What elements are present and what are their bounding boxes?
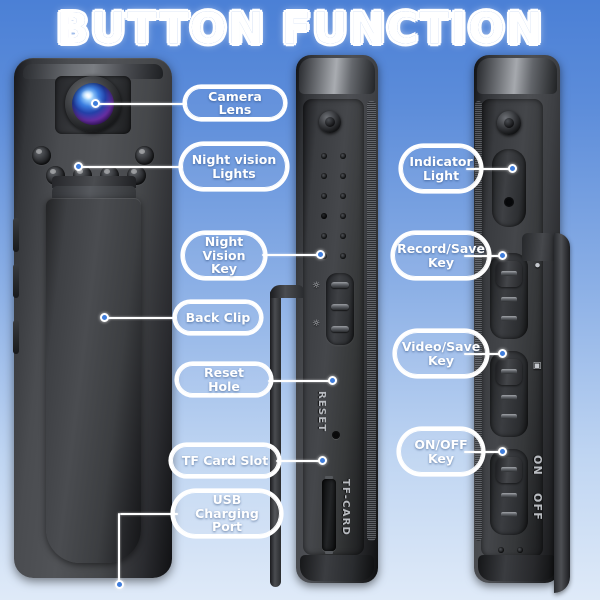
- switch-ridge: [331, 282, 349, 288]
- callout-camera-lens[interactable]: Camera Lens: [186, 88, 284, 118]
- clip-notch: [52, 176, 136, 188]
- device-mid-top-cap: [299, 58, 375, 94]
- night-vision-off-icon: ☼: [311, 319, 321, 329]
- tf-card-marking: TF-CARD: [340, 479, 351, 536]
- switch-ridge: [501, 271, 517, 276]
- reset-marking: RESET: [316, 391, 327, 433]
- hotspot-reset-hole: [328, 376, 337, 385]
- mic-dot: [340, 153, 346, 159]
- mic-dot: [340, 193, 346, 199]
- clip-arm-body: [554, 233, 570, 593]
- switch-ridge: [501, 395, 517, 400]
- mic-dot: [340, 253, 346, 259]
- callout-tf-card-slot[interactable]: TF Card Slot: [172, 446, 278, 475]
- device-right-side-view: ⏺ ▣ ON OFF: [474, 55, 570, 593]
- connector-usb-port-v: [118, 513, 121, 585]
- video-icon: ▣: [532, 361, 542, 371]
- night-vision-on-icon: ☼: [311, 281, 321, 291]
- mic-dot: [340, 233, 346, 239]
- video-save-key[interactable]: [490, 351, 528, 437]
- switch-ridge: [331, 326, 349, 332]
- device-right-bottom-cap: [478, 555, 556, 581]
- device-mid-bottom-cap: [300, 555, 374, 581]
- connector-on-off-key: [464, 451, 502, 454]
- callout-night-vision-lights[interactable]: Night vision Lights: [182, 145, 286, 188]
- hotspot-video-save-key: [498, 349, 507, 358]
- clip-arm-elbow: [270, 285, 304, 298]
- ir-led: [32, 146, 51, 165]
- page-title: BUTTON FUNCTION: [56, 3, 544, 54]
- switch-knob: [496, 359, 522, 385]
- hotspot-back-clip: [100, 313, 109, 322]
- hotspot-record-save-key: [498, 251, 507, 260]
- hotspot-night-vision-key: [316, 250, 325, 259]
- switch-ridge: [331, 304, 349, 310]
- switch-ridge: [501, 467, 517, 472]
- device-right-top-cap: [477, 58, 557, 94]
- tf-card-slot[interactable]: [322, 476, 336, 554]
- connector-back-clip: [104, 317, 176, 320]
- speaker-dot: [517, 547, 523, 553]
- callout-usb-charging-port[interactable]: USB Charging Port: [174, 492, 280, 535]
- secondary-lens: [497, 111, 521, 135]
- switch-ridge: [501, 297, 517, 302]
- ir-led: [135, 146, 154, 165]
- speaker-dot: [498, 547, 504, 553]
- callout-on-off-key[interactable]: ON/OFF Key: [400, 430, 482, 473]
- side-rib: [13, 218, 19, 252]
- side-rib: [13, 264, 19, 298]
- callout-record-save-key[interactable]: Record/Save Key: [394, 234, 488, 277]
- power-off-marking: OFF: [531, 493, 544, 521]
- mic-dot: [340, 213, 346, 219]
- mic-dot: [321, 213, 327, 219]
- callout-night-vision-key[interactable]: Night Vision Key: [184, 234, 264, 277]
- device-mid-edge-texture: [367, 101, 376, 541]
- reset-hole[interactable]: [332, 431, 340, 439]
- callout-video-save-key[interactable]: Video/Save Key: [396, 332, 486, 375]
- connector-indicator-light: [466, 168, 512, 171]
- hotspot-tf-card-slot: [318, 456, 327, 465]
- record-icon: ⏺: [532, 261, 542, 270]
- switch-ridge: [501, 512, 517, 517]
- back-clip: [46, 198, 141, 563]
- record-save-key[interactable]: [490, 253, 528, 339]
- night-vision-key[interactable]: [326, 273, 354, 345]
- indicator-light-pad: [492, 149, 526, 227]
- hotspot-night-vision-lights: [74, 162, 83, 171]
- connector-usb-port-h: [120, 513, 178, 516]
- hotspot-on-off-key: [498, 447, 507, 456]
- connector-night-vision-lights: [78, 166, 183, 169]
- hotspot-usb-port: [115, 580, 124, 589]
- connector-night-vision-key: [262, 254, 320, 257]
- hotspot-indicator-light: [508, 164, 517, 173]
- mic-dot: [321, 193, 327, 199]
- on-off-key[interactable]: [490, 449, 528, 535]
- device-left-side-view: ☼ ☼ RESET TF-CARD: [270, 55, 378, 587]
- mic-dot: [321, 233, 327, 239]
- connector-reset-hole: [268, 380, 332, 383]
- switch-ridge: [501, 414, 517, 419]
- device-right-edge-texture: [475, 101, 482, 541]
- clip-arm: [270, 291, 281, 587]
- power-on-marking: ON: [531, 455, 544, 476]
- device-front-top-band: [23, 64, 163, 79]
- switch-ridge: [501, 369, 517, 374]
- switch-ridge: [501, 493, 517, 498]
- connector-camera-lens: [95, 103, 187, 106]
- side-rib: [13, 320, 19, 354]
- switch-ridge: [501, 316, 517, 321]
- connector-tf-card-slot: [276, 460, 322, 463]
- mic-dot: [321, 153, 327, 159]
- clip-arm: [522, 233, 570, 593]
- callout-back-clip[interactable]: Back Clip: [176, 303, 260, 332]
- switch-knob: [496, 261, 522, 287]
- mic-dot: [340, 173, 346, 179]
- secondary-lens: [319, 111, 341, 133]
- indicator-light: [504, 197, 514, 207]
- hotspot-camera-lens: [91, 99, 100, 108]
- switch-knob: [496, 457, 522, 483]
- callout-reset-hole[interactable]: Reset Hole: [178, 365, 270, 394]
- mic-dot: [321, 173, 327, 179]
- callout-indicator-light[interactable]: Indicator Light: [402, 147, 480, 190]
